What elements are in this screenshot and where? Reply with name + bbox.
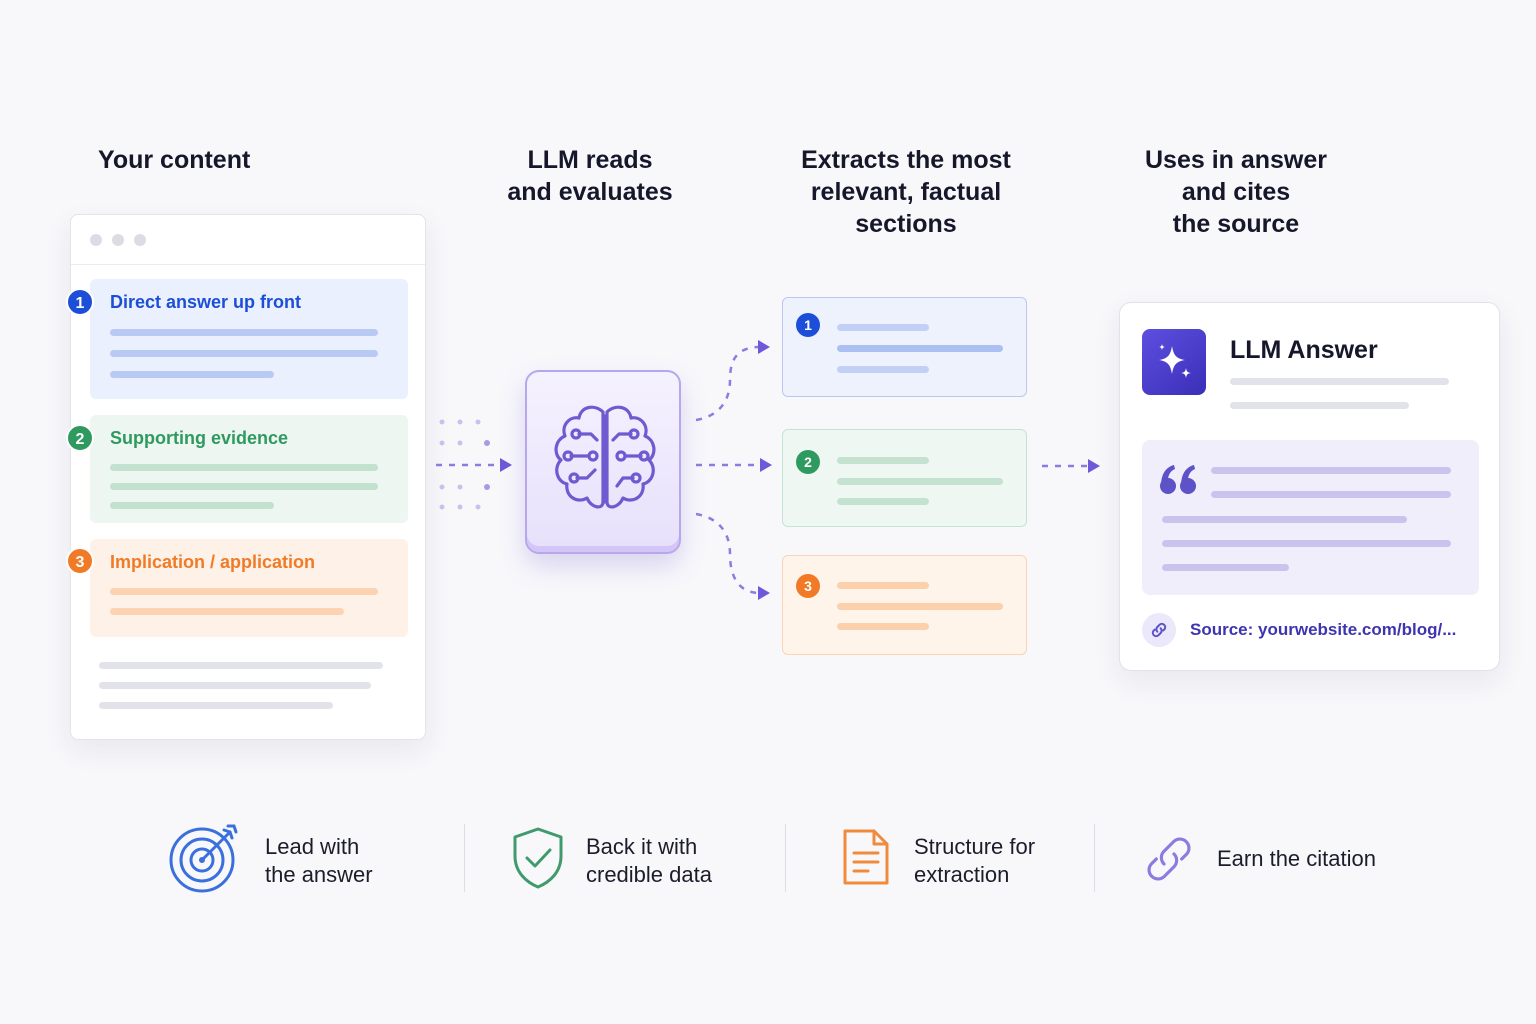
window-dot (90, 234, 102, 246)
text-line (1162, 516, 1407, 523)
divider (1094, 824, 1095, 892)
answer-title: LLM Answer (1230, 336, 1378, 364)
quote-icon (1160, 465, 1196, 494)
extracted-card-3: 3 (782, 555, 1027, 655)
branch-arrows (695, 340, 772, 600)
section-badge-2: 2 (66, 424, 94, 452)
chain-link-icon (1147, 837, 1191, 881)
section-direct-answer: Direct answer up front (90, 279, 408, 399)
section-title: Supporting evidence (110, 428, 289, 448)
text-line (837, 582, 929, 589)
heading-llm-reads: LLM reads and evaluates (507, 146, 673, 206)
extracted-badge-3: 3 (796, 574, 820, 598)
brain-circuit-icon (554, 405, 656, 509)
text-line (99, 682, 371, 689)
principle-lead-with-answer: Lead with the answer (265, 834, 373, 887)
heading-extracts: Extracts the most relevant, factual sect… (801, 146, 1011, 238)
text-line (99, 702, 333, 709)
text-line (110, 502, 274, 509)
text-line (837, 345, 1003, 352)
link-icon (1151, 622, 1167, 638)
section-supporting-evidence: Supporting evidence (90, 415, 408, 523)
heading-uses-in-answer: Uses in answer and cites the source (1144, 146, 1328, 238)
text-line (110, 350, 378, 357)
answer-quote-block (1142, 440, 1479, 595)
text-line (1211, 491, 1451, 498)
section-title: Implication / application (110, 552, 316, 572)
llm-answer-card: LLM Answer Source: yourwebsite.com/blog/… (1119, 302, 1500, 671)
text-line (1230, 402, 1409, 409)
extracted-card-2: 2 (782, 429, 1027, 527)
text-line (110, 371, 274, 378)
shield-check-icon (513, 827, 563, 889)
heading-your-content: Your content (98, 146, 251, 174)
divider (785, 824, 786, 892)
divider (464, 824, 465, 892)
sparkle-icon (1159, 344, 1191, 378)
target-icon (169, 824, 238, 893)
text-line (1211, 467, 1451, 474)
extracted-card-1: 1 (782, 297, 1027, 397)
text-line (837, 498, 929, 505)
extracted-badge-1: 1 (796, 313, 820, 337)
text-line (110, 608, 344, 615)
text-line (837, 366, 929, 373)
text-line (1230, 378, 1449, 385)
principle-earn-citation: Earn the citation (1217, 846, 1376, 871)
source-link[interactable]: Source: yourwebsite.com/blog/... (1190, 620, 1457, 639)
text-line (99, 662, 383, 669)
text-line (837, 478, 1003, 485)
text-line (110, 464, 378, 471)
principle-structure: Structure for extraction (914, 834, 1036, 887)
extracted-badge-2: 2 (796, 450, 820, 474)
window-dot (134, 234, 146, 246)
content-document-card: Direct answer up front Supporting eviden… (70, 214, 426, 740)
input-dots-arrow (436, 419, 512, 510)
text-line (1162, 564, 1289, 571)
text-line (1162, 540, 1451, 547)
section-badge-1: 1 (66, 288, 94, 316)
llm-brain-box (525, 370, 681, 554)
text-line (837, 324, 929, 331)
document-icon (843, 829, 889, 885)
window-dot (112, 234, 124, 246)
section-title: Direct answer up front (110, 292, 302, 312)
text-line (837, 623, 929, 630)
sparkle-logo (1142, 329, 1206, 395)
text-line (837, 457, 929, 464)
text-line (110, 483, 378, 490)
source-link-badge[interactable] (1142, 613, 1176, 647)
document-window-bar (71, 215, 425, 265)
principle-back-with-data: Back it with credible data (586, 834, 712, 887)
answer-arrow (1042, 459, 1100, 473)
text-line (110, 588, 378, 595)
section-implication: Implication / application (90, 539, 408, 637)
text-line (837, 603, 1003, 610)
section-badge-3: 3 (66, 547, 94, 575)
text-line (110, 329, 378, 336)
